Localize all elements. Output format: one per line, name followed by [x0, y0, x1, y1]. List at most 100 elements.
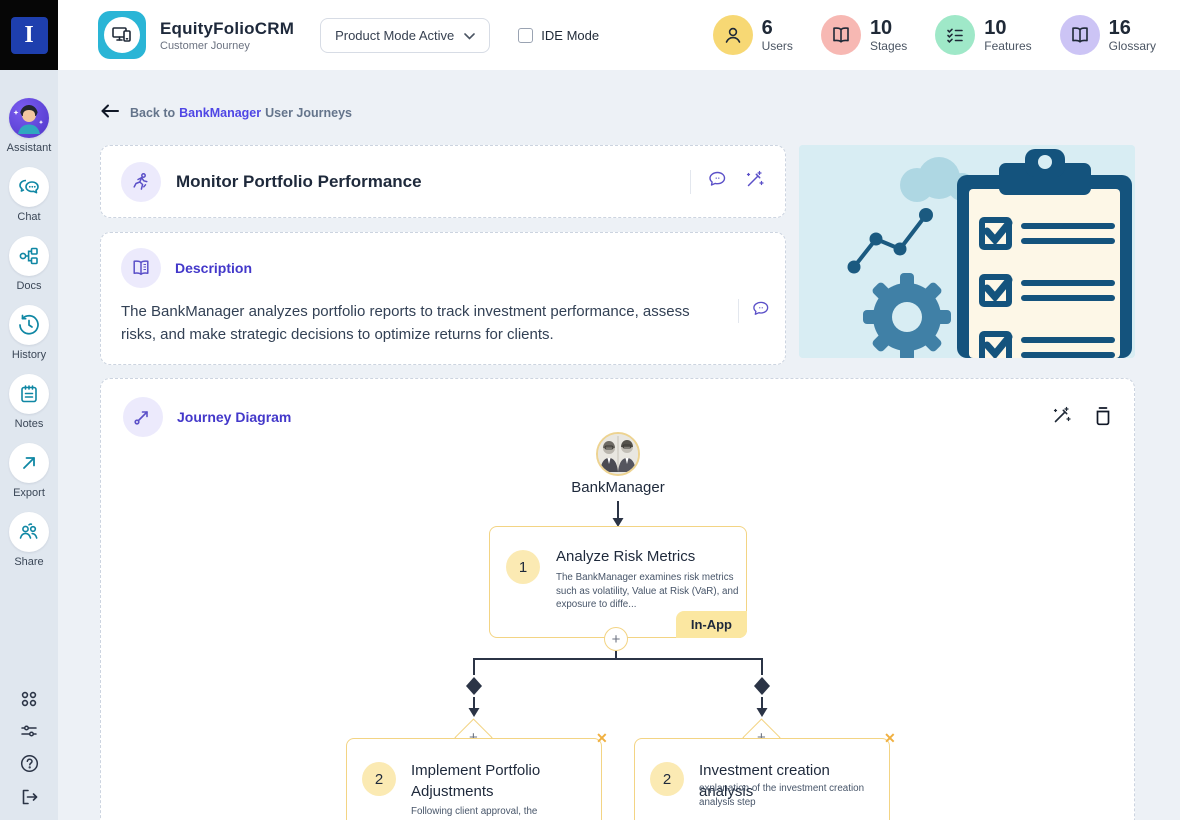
apps-icon[interactable] — [20, 690, 38, 708]
stat-features-value: 10 — [984, 16, 1007, 39]
ide-mode-toggle[interactable]: IDE Mode — [518, 27, 600, 43]
divider — [690, 169, 691, 194]
journey-diagram-card: Journey Diagram — [100, 378, 1135, 820]
sidebar-label-export: Export — [13, 487, 45, 499]
journey-diagram-header: Journey Diagram — [101, 379, 1134, 437]
step-node-2-right[interactable]: 2 Investment creation analysis explanati… — [634, 738, 890, 820]
stat-features[interactable]: 10 Features — [935, 15, 1032, 55]
product-mode-label: Product Mode Active — [335, 27, 455, 43]
stat-stages-value: 10 — [869, 16, 893, 39]
clipboard-illustration-graphic — [799, 145, 1135, 358]
sidebar-label-assistant: Assistant — [6, 142, 52, 154]
page-title: Monitor Portfolio Performance — [176, 171, 422, 191]
description-text: The BankManager analyzes portfolio repor… — [121, 303, 690, 344]
app-subtitle: Customer Journey — [160, 39, 250, 52]
description-side-actions — [738, 299, 771, 323]
devices-icon — [104, 17, 140, 53]
stat-users-label: Users — [761, 38, 793, 53]
sidebar-item-assistant[interactable]: Assistant — [6, 98, 52, 154]
description-heading: Description — [175, 260, 253, 276]
sidebar-item-share[interactable]: Share — [9, 512, 49, 568]
remove-branch-button-left[interactable]: ✕ — [596, 730, 608, 746]
notes-icon — [9, 374, 49, 414]
comment-icon[interactable] — [751, 300, 771, 323]
journey-diagram-heading: Journey Diagram — [177, 409, 292, 425]
assistant-avatar — [8, 98, 49, 138]
sidebar-label-docs: Docs — [16, 280, 42, 292]
stat-stages-label: Stages — [869, 38, 908, 53]
journey-diagram-canvas: BankManager 1 Analyze Risk Metrics The B… — [101, 379, 1134, 820]
brand-logo-letter: I — [24, 21, 34, 48]
stat-users[interactable]: 6 Users — [712, 15, 793, 55]
breadcrumb-prefix: Back to — [130, 105, 176, 120]
diagram-actions — [1051, 403, 1112, 431]
magic-wand-icon[interactable] — [744, 169, 765, 195]
channel-badge: In-App — [675, 611, 747, 638]
step-node-1[interactable]: 1 Analyze Risk Metrics The BankManager e… — [489, 526, 747, 638]
magic-wand-icon[interactable] — [1051, 405, 1072, 431]
help-icon[interactable] — [20, 754, 39, 773]
docs-icon — [9, 236, 49, 276]
title-card-actions — [690, 169, 765, 195]
journey-title-card: Monitor Portfolio Performance — [100, 145, 786, 218]
description-card: Description The BankManager analyzes por… — [100, 232, 786, 365]
sidebar-label-chat: Chat — [17, 211, 41, 223]
app-titles: EquityFolioCRM Customer Journey — [160, 19, 294, 52]
runner-icon — [121, 161, 161, 202]
user-icon — [712, 15, 753, 55]
product-mode-dropdown[interactable]: Product Mode Active — [320, 17, 491, 53]
sidebar-item-notes[interactable]: Notes — [9, 374, 49, 430]
step-description: Following client approval, the BankManag… — [411, 806, 546, 820]
step-description: The BankManager examines risk metrics su… — [556, 572, 739, 611]
step-number-badge: 1 — [506, 550, 540, 584]
sidebar-label-share: Share — [14, 556, 44, 568]
book-icon — [820, 15, 861, 55]
sidebar-item-docs[interactable]: Docs — [9, 236, 49, 292]
breadcrumb-link-bankmanager[interactable]: BankManager — [179, 105, 262, 120]
sliders-icon[interactable] — [20, 723, 38, 739]
logout-icon[interactable] — [20, 788, 38, 806]
step-title: Investment creation analysis — [699, 762, 830, 800]
sidebar-bottom — [20, 690, 39, 820]
step-node-2-left[interactable]: 2 Implement Portfolio Adjustments Follow… — [346, 738, 602, 820]
brand-logo[interactable]: I — [10, 16, 48, 54]
header-stats: 6 Users 10 Stages 10 Features 16 Glossa — [712, 15, 1180, 55]
comment-icon[interactable] — [707, 170, 728, 194]
book-icon — [1059, 15, 1100, 55]
journey-illustration — [799, 145, 1135, 358]
bankmanager-avatar[interactable] — [596, 432, 640, 476]
sidebar-item-chat[interactable]: Chat — [9, 167, 49, 223]
sidebar-label-notes: Notes — [14, 418, 44, 430]
stat-glossary-label: Glossary — [1108, 38, 1156, 53]
stat-glossary[interactable]: 16 Glossary — [1059, 15, 1156, 55]
step-number-badge: 2 — [650, 762, 684, 796]
remove-branch-button-right[interactable]: ✕ — [884, 730, 896, 746]
history-icon — [9, 305, 49, 345]
divider — [738, 299, 739, 323]
app-name: EquityFolioCRM — [160, 18, 295, 38]
step-description: explanation of the investment creation a… — [699, 783, 865, 808]
step-number-badge: 2 — [362, 762, 396, 796]
ide-mode-checkbox[interactable] — [518, 27, 534, 43]
top-header: I EquityFolioCRM Customer Journey Produc… — [0, 0, 1180, 70]
step-title: Implement Portfolio Adjustments — [411, 762, 541, 800]
trash-icon[interactable] — [1094, 406, 1112, 431]
description-header: Description — [101, 233, 785, 288]
back-arrow-icon[interactable] — [100, 104, 120, 121]
export-icon — [9, 443, 49, 483]
share-icon — [9, 512, 49, 552]
stat-stages[interactable]: 10 Stages — [820, 15, 908, 55]
checklist-icon — [935, 15, 976, 55]
stat-glossary-value: 16 — [1108, 16, 1131, 39]
left-sidebar: Assistant Chat Docs History Notes Export — [0, 70, 58, 820]
chevron-down-icon — [464, 28, 476, 43]
add-step-button[interactable]: + — [604, 627, 628, 651]
sidebar-item-history[interactable]: History — [9, 305, 49, 361]
ide-mode-label: IDE Mode — [541, 27, 600, 43]
trend-icon — [123, 397, 163, 437]
chat-icon — [9, 167, 49, 207]
sidebar-item-export[interactable]: Export — [9, 443, 49, 499]
